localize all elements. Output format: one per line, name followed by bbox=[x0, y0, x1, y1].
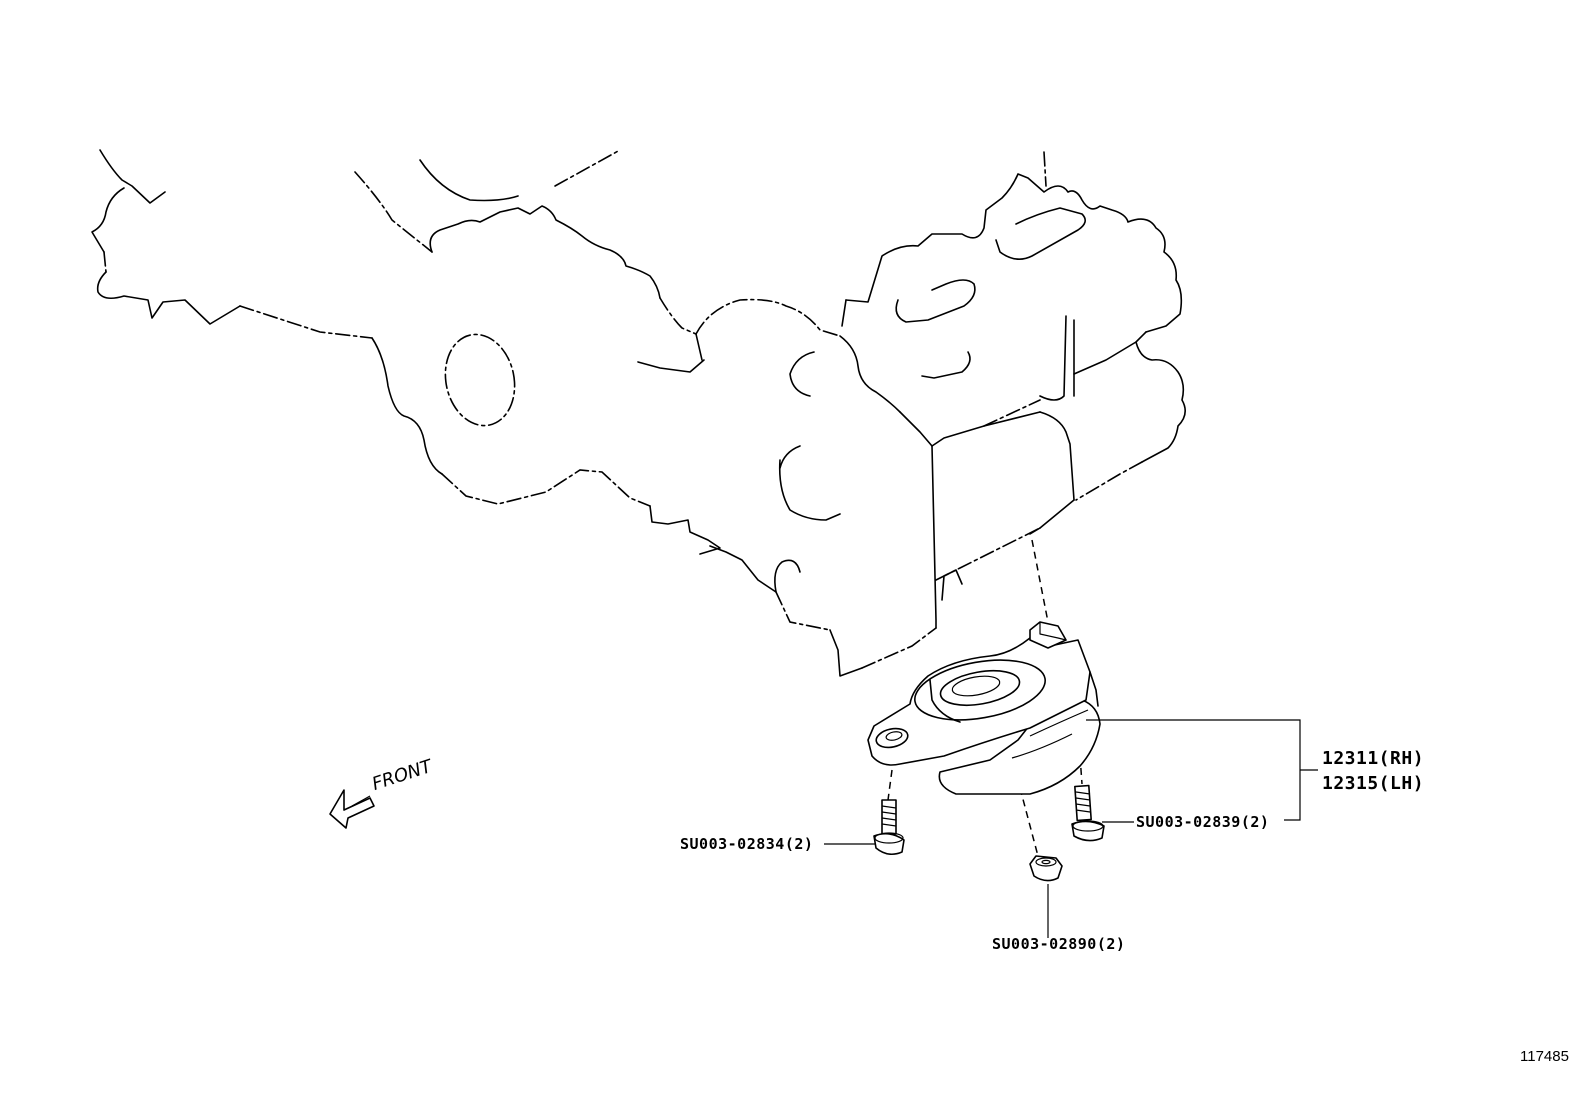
engine-mount-bracket[interactable] bbox=[867, 621, 1101, 795]
flange-bolt-left-icon[interactable] bbox=[873, 799, 905, 856]
front-arrow-icon bbox=[329, 789, 375, 829]
engine-outline bbox=[91, 149, 1186, 677]
part-label-rh[interactable]: 12311(RH) bbox=[1322, 748, 1425, 769]
part-label-bolt-left[interactable]: SU003-02834(2) bbox=[680, 835, 814, 853]
leader-lines bbox=[824, 719, 1318, 938]
part-label-nut[interactable]: SU003-02890(2) bbox=[992, 935, 1126, 953]
part-label-lh[interactable]: 12315(LH) bbox=[1322, 773, 1425, 794]
flange-nut-icon[interactable] bbox=[1029, 855, 1063, 882]
figure-number: 117485 bbox=[1520, 1048, 1569, 1065]
part-label-bolt-right[interactable]: SU003-02839(2) bbox=[1136, 813, 1270, 831]
flange-bolt-right-icon[interactable] bbox=[1071, 784, 1105, 842]
